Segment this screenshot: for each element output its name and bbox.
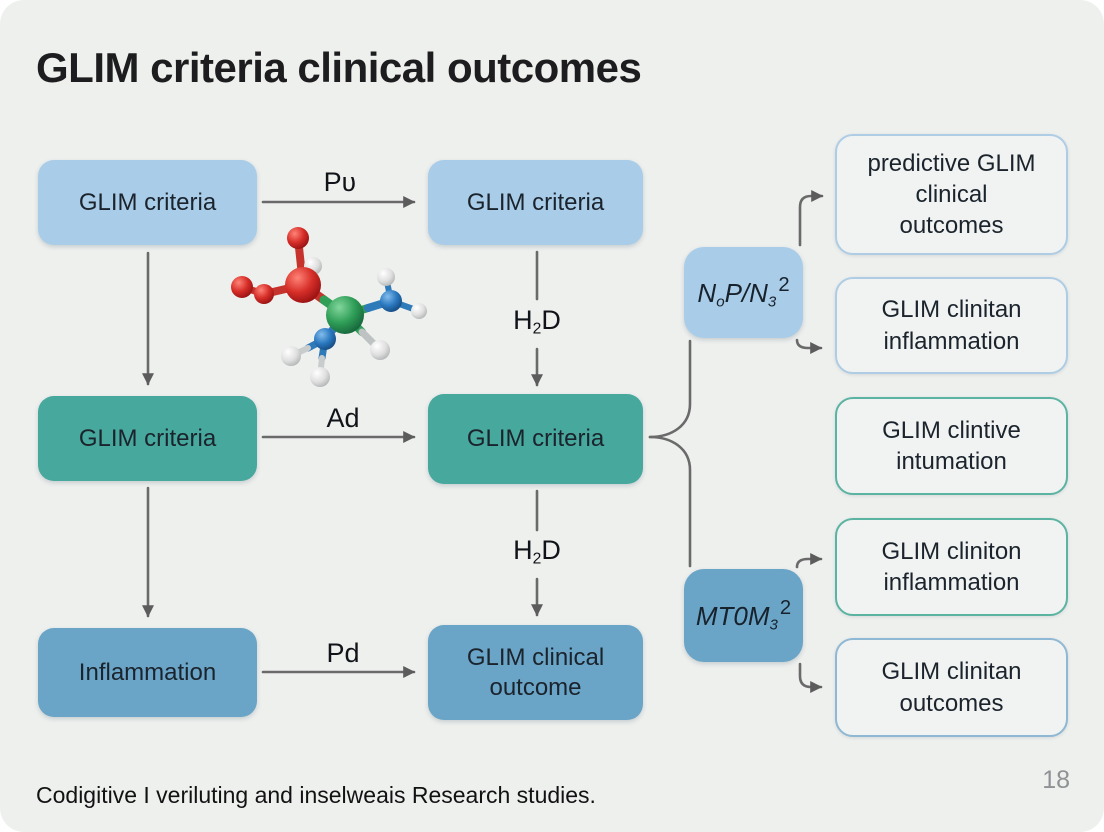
outcome-box-glim-cliniton-inflammation: GLIM cliniton inflammation xyxy=(835,518,1068,616)
outcome-box-predictive-glim-clinical-outcomes: predictive GLIM clinical outcomes xyxy=(835,134,1068,255)
footer-caption: Codigitive I veriluting and inselweais R… xyxy=(36,782,596,808)
box-label: Inflammation xyxy=(78,658,217,686)
outcome-label: GLIM clinitan outcomes xyxy=(881,658,1022,717)
box-glim-clinical-outcome: GLIM clinical outcome xyxy=(428,625,643,720)
box-inflammation: Inflammation xyxy=(38,628,257,717)
arrow-formula-bottom-down xyxy=(798,662,823,693)
arrow-label-pd: Pd xyxy=(326,638,360,668)
outcome-label: GLIM clinitan inflammation xyxy=(881,296,1022,355)
arrow-label-pv: Pʋ xyxy=(323,167,357,197)
arrow-label-h2d-1: H2D xyxy=(513,305,561,338)
outcome-label: predictive GLIM clinical outcomes xyxy=(867,149,1036,240)
outcome-box-glim-clinitan-inflammation: GLIM clinitan inflammation xyxy=(835,277,1068,374)
fork-branch-down xyxy=(648,435,692,568)
arrow-formula-top-down xyxy=(795,338,823,354)
formula-node-bottom: MT0M32 xyxy=(684,569,803,662)
molecule-illustration xyxy=(231,227,427,387)
arrow-label-h2d-2: H2D xyxy=(513,535,561,568)
outcome-label: GLIM cliniton inflammation xyxy=(881,537,1022,596)
outcome-box-glim-clintive-intumation: GLIM clintive intumation xyxy=(835,397,1068,495)
outcome-label: GLIM clintive intumation xyxy=(882,416,1021,475)
box-label: GLIM clinical outcome xyxy=(466,643,605,701)
box-glim-criteria-top-left: GLIM criteria xyxy=(38,160,257,245)
box-label: GLIM criteria xyxy=(78,188,217,216)
box-glim-criteria-mid-left: GLIM criteria xyxy=(38,396,257,481)
formula-node-top: NoP/N32 xyxy=(684,247,803,338)
fork-branch-up xyxy=(648,339,692,439)
outcome-box-glim-clinitan-outcomes: GLIM clinitan outcomes xyxy=(835,638,1068,737)
box-label: GLIM criteria xyxy=(466,188,605,216)
box-label: GLIM criteria xyxy=(78,424,217,452)
arrow-label-ad: Ad xyxy=(326,403,360,433)
box-glim-criteria-mid-mid: GLIM criteria xyxy=(428,394,643,484)
page-title: GLIM criteria clinical outcomes xyxy=(36,44,642,91)
box-label: GLIM criteria xyxy=(466,425,605,452)
formula-text: MT0M32 xyxy=(695,597,792,634)
arrow-formula-top-up xyxy=(798,190,824,247)
box-glim-criteria-top-mid: GLIM criteria xyxy=(428,160,643,245)
formula-text: NoP/N32 xyxy=(697,274,790,311)
arrow-formula-bottom-up xyxy=(795,553,823,569)
page-number: 18 xyxy=(1042,766,1070,794)
